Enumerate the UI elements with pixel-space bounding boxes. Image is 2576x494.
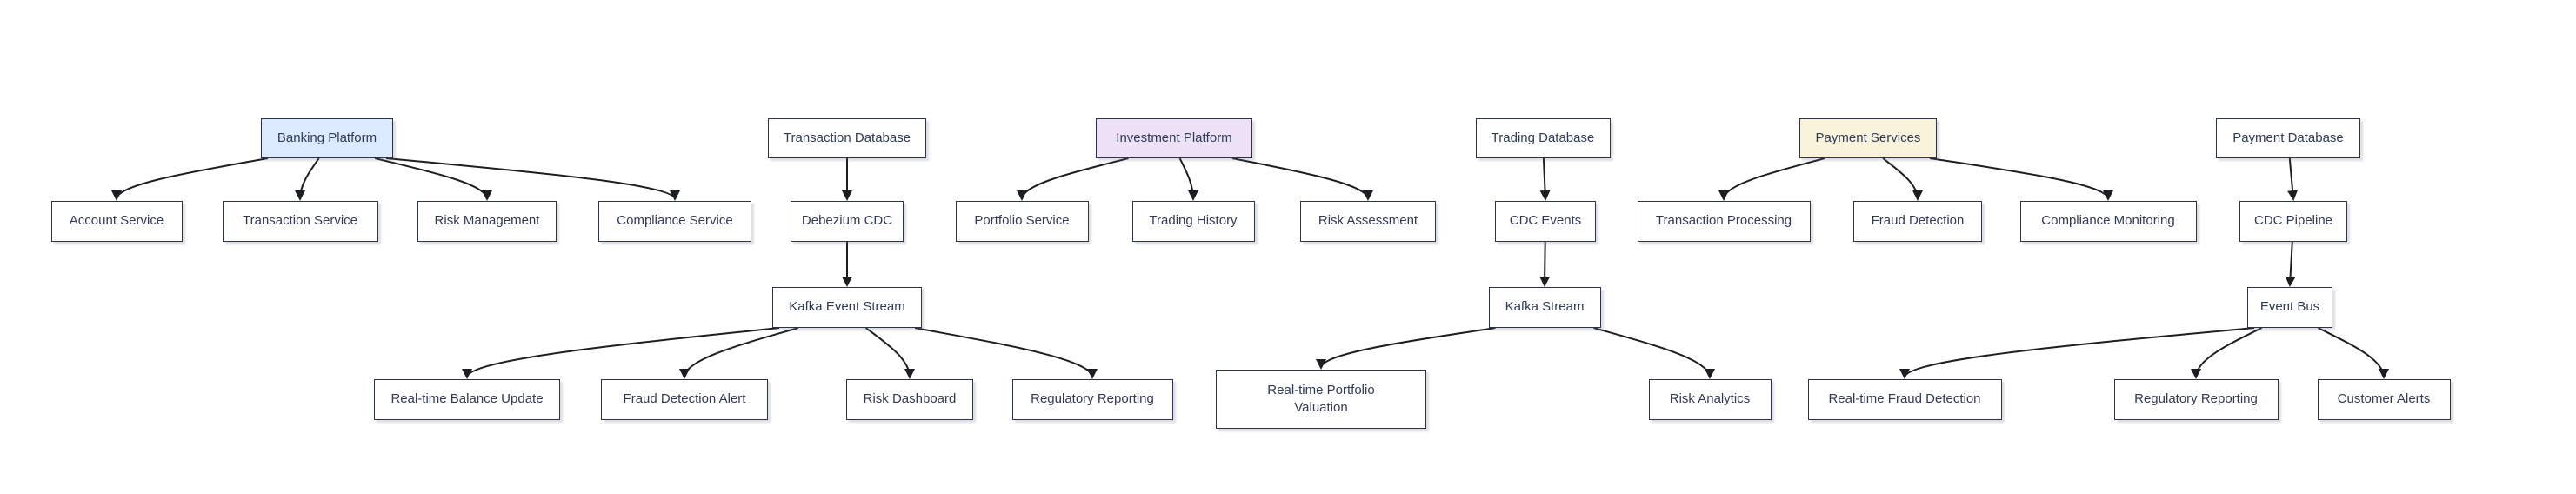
node-portfolio-service: Portfolio Service	[955, 201, 1089, 242]
edge-banking-platform-to-risk-management	[374, 157, 492, 201]
edge-investment-platform-to-risk-assessment	[1231, 157, 1373, 201]
node-rt-fraud-detection: Real-time Fraud Detection	[1807, 379, 2002, 420]
node-fraud-detection: Fraud Detection	[1853, 201, 1982, 242]
node-kafka-stream: Kafka Stream	[1488, 287, 1601, 328]
node-risk-assessment: Risk Assessment	[1300, 201, 1436, 242]
node-transaction-service: Transaction Service	[222, 201, 378, 242]
edge-cdc-pipeline-to-event-bus	[2285, 241, 2296, 287]
edge-kafka-event-stream-to-risk-dashboard	[864, 327, 915, 379]
node-cdc-pipeline: CDC Pipeline	[2239, 201, 2347, 242]
node-payment-database: Payment Database	[2216, 118, 2360, 158]
node-transaction-processing: Transaction Processing	[1637, 201, 1811, 242]
node-risk-dashboard: Risk Dashboard	[846, 379, 973, 420]
node-debezium-cdc: Debezium CDC	[791, 201, 904, 242]
node-transaction-database: Transaction Database	[768, 118, 926, 158]
node-banking-platform: Banking Platform	[261, 118, 393, 158]
edge-investment-platform-to-trading-history	[1178, 157, 1198, 201]
node-risk-management: Risk Management	[417, 201, 557, 242]
edge-event-bus-to-regulatory-reporting-2	[2191, 327, 2263, 379]
edge-kafka-stream-to-rt-portfolio-valuation	[1316, 327, 1496, 370]
edge-investment-platform-to-portfolio-service	[1017, 157, 1129, 201]
node-compliance-monitoring: Compliance Monitoring	[2019, 201, 2197, 242]
node-event-bus: Event Bus	[2247, 287, 2332, 328]
edge-banking-platform-to-compliance-service	[385, 157, 680, 201]
node-trading-database: Trading Database	[1475, 118, 1611, 158]
node-regulatory-reporting-1: Regulatory Reporting	[1011, 379, 1173, 420]
edge-payment-database-to-cdc-pipeline	[2287, 157, 2299, 201]
node-rt-balance-update: Real-time Balance Update	[374, 379, 560, 420]
edge-kafka-event-stream-to-regulatory-reporting-1	[914, 327, 1098, 379]
node-account-service: Account Service	[50, 201, 183, 242]
node-cdc-events: CDC Events	[1495, 201, 1596, 242]
edge-payment-services-to-fraud-detection	[1882, 157, 1923, 201]
edge-kafka-event-stream-to-fraud-detection-alert	[679, 327, 799, 379]
edge-payment-services-to-compliance-monitoring	[1929, 157, 2113, 201]
edge-event-bus-to-rt-fraud-detection	[1899, 327, 2255, 379]
node-trading-history: Trading History	[1131, 201, 1255, 242]
edge-trading-database-to-cdc-events	[1539, 157, 1551, 201]
edge-kafka-event-stream-to-rt-balance-update	[462, 327, 780, 379]
edge-banking-platform-to-account-service	[111, 157, 269, 201]
edge-kafka-stream-to-risk-analytics	[1593, 327, 1715, 379]
edge-payment-services-to-transaction-processing	[1718, 157, 1825, 201]
node-compliance-service: Compliance Service	[598, 201, 751, 242]
edge-banking-platform-to-transaction-service	[295, 157, 320, 201]
node-payment-services: Payment Services	[1799, 118, 1937, 158]
node-kafka-event-stream: Kafka Event Stream	[772, 287, 922, 328]
node-customer-alerts: Customer Alerts	[2317, 379, 2451, 420]
node-fraud-detection-alert: Fraud Detection Alert	[601, 379, 768, 420]
node-investment-platform: Investment Platform	[1096, 118, 1252, 158]
node-rt-portfolio-valuation: Real-time Portfolio Valuation	[1216, 370, 1426, 429]
node-regulatory-reporting-2: Regulatory Reporting	[2113, 379, 2279, 420]
edge-event-bus-to-customer-alerts	[2317, 327, 2389, 379]
node-risk-analytics: Risk Analytics	[1648, 379, 1772, 420]
